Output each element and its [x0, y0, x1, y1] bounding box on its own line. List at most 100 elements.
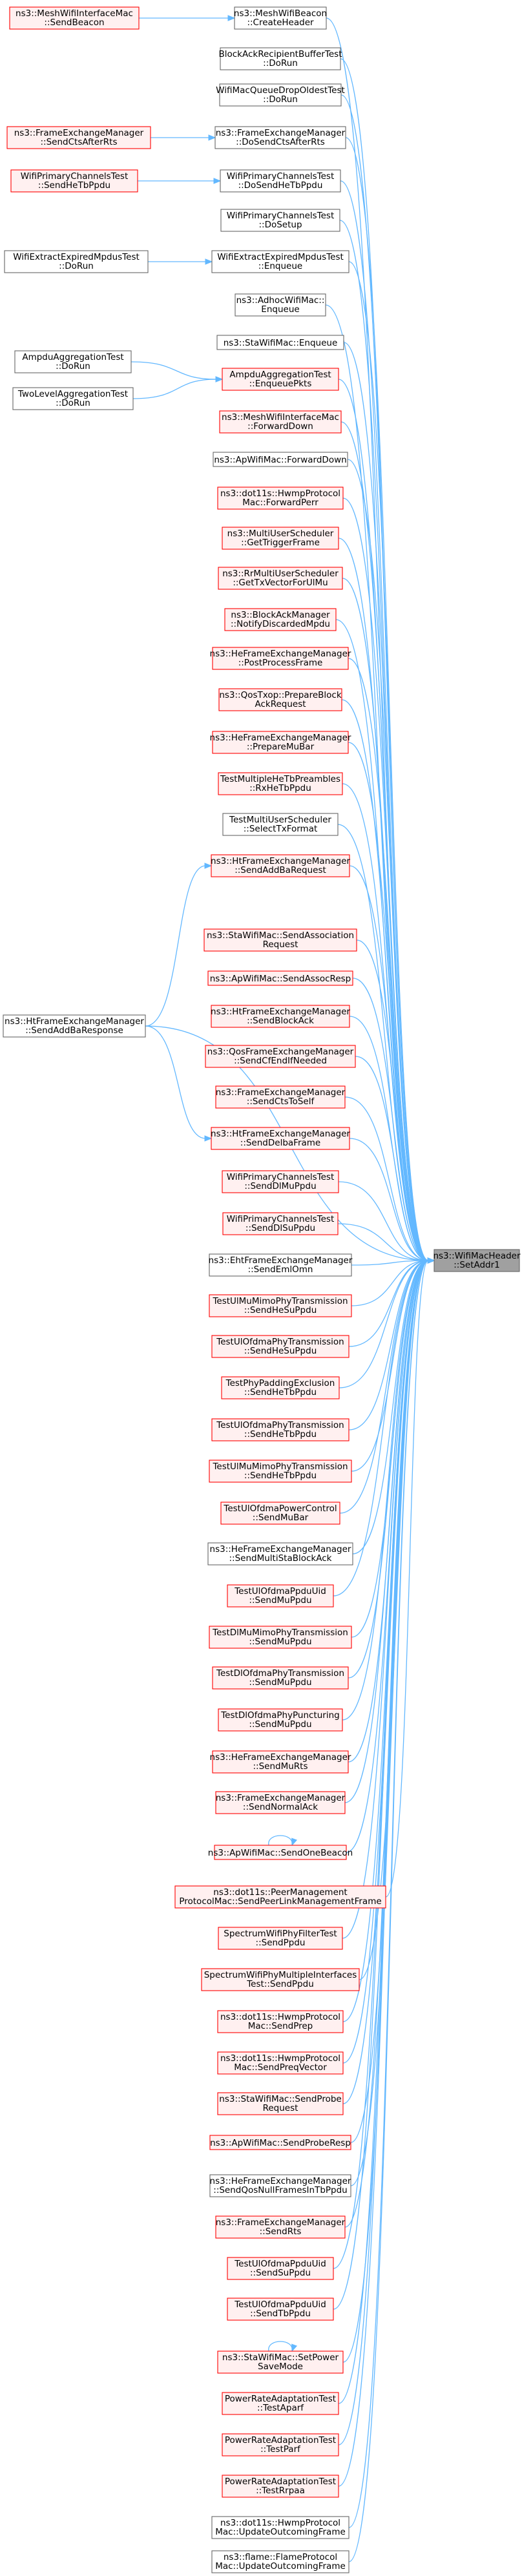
caller-function-node[interactable]: ns3::FrameExchangeManager::SendRts: [215, 2215, 346, 2239]
node-label: ns3::WifiMacHeader: [433, 1251, 521, 1261]
caller-function-node[interactable]: TestPhyPaddingExclusion::SendHeTbPpdu: [221, 1376, 340, 1399]
caller-function-node[interactable]: ns3::FrameExchangeManager::SendNormalAck: [215, 1791, 346, 1814]
caller-function-node[interactable]: WifiPrimaryChannelsTest::SendDlSuPpdu: [222, 1212, 339, 1235]
call-edge: [344, 1260, 429, 1803]
caller-function-node[interactable]: ns3::flame::FlameProtocolMac::UpdateOutc…: [211, 2550, 350, 2573]
node-label: WifiExtractExpiredMpdusTest: [217, 252, 344, 262]
caller-function-node[interactable]: ns3::HeFrameExchangeManager::SendMuRts: [210, 1750, 351, 1774]
node-label: ::SelectTxFormat: [244, 824, 318, 834]
caller-function-node[interactable]: ns3::FrameExchangeManager::SendCtsToSelf: [215, 1085, 346, 1109]
caller-function-node[interactable]: TestUlOfdmaPhyTransmission::SendHeTbPpdu: [211, 1418, 350, 1441]
node-box: [4, 250, 149, 273]
caller-function-node[interactable]: TestUlMuMimoPhyTransmission::SendHeSuPpd…: [209, 1294, 352, 1317]
node-box: [212, 1666, 349, 1690]
caller-function-node[interactable]: TestUlOfdmaPowerControl::SendMuBar: [220, 1502, 340, 1525]
caller-function-node[interactable]: ns3::MultiUserScheduler::GetTriggerFrame: [222, 527, 339, 550]
caller-function-node[interactable]: PowerRateAdaptationTest::TestRrpaa: [222, 2475, 339, 2498]
call-edge: [326, 17, 429, 1261]
caller-function-node[interactable]: AmpduAggregationTest::EnqueuePkts: [222, 368, 339, 391]
caller-function-node[interactable]: ns3::dot11s::PeerManagementProtocolMac::…: [174, 1885, 386, 1909]
node-label: TestUlOfdmaPpduUid: [234, 2259, 326, 2269]
caller-function-node[interactable]: ns3::ApWifiMac::SendAssocResp: [207, 970, 353, 986]
caller-function-node[interactable]: ns3::StaWifiMac::Enqueue: [216, 335, 344, 350]
caller-function-node[interactable]: ns3::AdhocWifiMac::Enqueue: [235, 293, 326, 317]
node-box: [211, 1005, 350, 1028]
caller-function-node[interactable]: ns3::HeFrameExchangeManager::SendMultiSt…: [207, 1542, 353, 1565]
node-label: ::SendAddBaRequest: [235, 865, 326, 875]
caller-function-node[interactable]: ns3::ApWifiMac::SendOneBeacon: [208, 1845, 353, 1860]
caller-function-node[interactable]: ns3::EhtFrameExchangeManager::SendEmlOmn: [209, 1253, 353, 1277]
caller-function-node[interactable]: ns3::MeshWifiInterfaceMac::ForwardDown: [219, 410, 342, 434]
caller-function-node[interactable]: TestUlOfdmaPpduUid::SendSuPpdu: [227, 2257, 334, 2280]
target-function-node[interactable]: ns3::WifiMacHeader::SetAddr1: [433, 1249, 521, 1272]
caller-function-node[interactable]: PowerRateAdaptationTest::TestParf: [222, 2433, 339, 2456]
node-label: ::SendSuPpdu: [250, 2268, 311, 2278]
node-box: [3, 1014, 146, 1038]
caller-function-node[interactable]: TestDlMuMimoPhyTransmission::SendMuPpdu: [209, 1626, 352, 1649]
caller-function-node[interactable]: ns3::dot11s::HwmpProtocolMac::SendPreqVe…: [217, 2051, 344, 2075]
caller-function-node[interactable]: WifiExtractExpiredMpdusTest::Enqueue: [211, 250, 350, 273]
caller-function-node[interactable]: ns3::HtFrameExchangeManager::SendBlockAc…: [211, 1005, 350, 1028]
caller-function-node[interactable]: ns3::QosFrameExchangeManager::SendCfEndI…: [205, 1045, 356, 1068]
caller-function-node[interactable]: ns3::MeshWifiInterfaceMac::SendBeacon: [9, 6, 140, 30]
caller-function-node[interactable]: ns3::MeshWifiBeacon::CreateHeader: [234, 6, 327, 30]
caller-function-node[interactable]: ns3::HeFrameExchangeManager::PostProcess…: [210, 647, 351, 670]
node-label: ns3::HtFrameExchangeManager: [211, 856, 350, 866]
caller-function-node[interactable]: ns3::ApWifiMac::SendProbeResp: [209, 2135, 351, 2150]
node-label: ::SendCtsAfterRts: [41, 137, 118, 147]
caller-function-node[interactable]: ns3::BlockAckManager::NotifyDiscardedMpd…: [224, 608, 337, 631]
caller-function-node[interactable]: WifiMacQueueDropOldestTest::DoRun: [216, 83, 345, 107]
caller-function-node[interactable]: TestMultipleHeTbPreambles::RxHeTbPpdu: [218, 772, 343, 795]
caller-function-node[interactable]: ns3::RrMultiUserScheduler::GetTxVectorFo…: [218, 567, 343, 590]
caller-function-node[interactable]: ns3::dot11s::HwmpProtocolMac::ForwardPer…: [217, 487, 344, 510]
caller-function-node[interactable]: ns3::HtFrameExchangeManager::SendDelbaFr…: [211, 1127, 350, 1150]
caller-function-node[interactable]: ns3::ApWifiMac::ForwardDown: [213, 452, 348, 467]
node-box: [218, 567, 343, 590]
caller-function-node[interactable]: WifiExtractExpiredMpdusTest::DoRun: [4, 250, 149, 273]
node-label: TestUlOfdmaPhyTransmission: [216, 1420, 344, 1430]
caller-function-node[interactable]: ns3::HeFrameExchangeManager::SendQosNull…: [209, 2174, 351, 2197]
caller-function-node[interactable]: WifiPrimaryChannelsTest::SendHeTbPpdu: [10, 169, 138, 193]
caller-function-node[interactable]: TestDlOfdmaPhyTransmission::SendMuPpdu: [212, 1666, 349, 1690]
node-label: ::NotifyDiscardedMpdu: [231, 619, 330, 629]
caller-function-node[interactable]: SpectrumWifiPhyMultipleInterfacesTest::S…: [201, 1968, 360, 1991]
caller-function-node[interactable]: WifiPrimaryChannelsTest::DoSetup: [220, 209, 340, 232]
node-label: PowerRateAdaptationTest: [225, 2477, 336, 2487]
caller-function-node[interactable]: ns3::FrameExchangeManager::SendCtsAfterR…: [6, 126, 151, 149]
node-label: Request: [263, 939, 298, 950]
node-label: ns3::EhtFrameExchangeManager: [209, 1255, 353, 1266]
caller-function-node[interactable]: ns3::HtFrameExchangeManager::SendAddBaRe…: [3, 1014, 146, 1038]
edge-arrowhead: [204, 863, 213, 869]
node-label: ns3::HeFrameExchangeManager: [210, 1544, 351, 1555]
caller-function-node[interactable]: ns3::HtFrameExchangeManager::SendAddBaRe…: [211, 854, 350, 877]
caller-function-node[interactable]: TestUlMuMimoPhyTransmission::SendHeTbPpd…: [209, 1460, 352, 1483]
caller-function-node[interactable]: TwoLevelAggregationTest::DoRun: [12, 387, 134, 410]
call-edge: [347, 459, 429, 1261]
caller-function-node[interactable]: TestUlOfdmaPpduUid::SendTbPpdu: [227, 2298, 334, 2321]
caller-function-node[interactable]: TestUlOfdmaPpduUid::SendMuPpdu: [227, 1584, 334, 1607]
caller-function-node[interactable]: ns3::HeFrameExchangeManager::PrepareMuBa…: [210, 731, 351, 754]
caller-function-node[interactable]: WifiPrimaryChannelsTest::SendDlMuPpdu: [222, 1170, 339, 1193]
node-label: ProtocolMac::SendPeerLinkManagementFrame: [179, 1896, 381, 1907]
node-label: ::DoRun: [59, 261, 94, 271]
graph-nodes: ns3::WifiMacHeader::SetAddr1 ns3::MeshWif…: [3, 6, 521, 2573]
caller-function-node[interactable]: TestMultiUserScheduler::SelectTxFormat: [222, 813, 339, 836]
node-label: ns3::HeFrameExchangeManager: [210, 733, 351, 743]
caller-function-node[interactable]: TestDlOfdmaPhyPuncturing::SendMuPpdu: [218, 1708, 343, 1732]
call-edge: [333, 1260, 429, 2310]
caller-function-node[interactable]: WifiPrimaryChannelsTest::DoSendHeTbPpdu: [220, 169, 341, 193]
caller-function-node[interactable]: SpectrumWifiPhyFilterTest::SendPpdu: [218, 1927, 343, 1950]
caller-function-node[interactable]: BlockAckRecipientBufferTest::DoRun: [218, 47, 342, 70]
caller-function-node[interactable]: ns3::dot11s::HwmpProtocolMac::UpdateOutc…: [211, 2516, 350, 2539]
node-box: [174, 1885, 386, 1909]
caller-function-node[interactable]: AmpduAggregationTest::DoRun: [14, 350, 132, 373]
call-edge: [352, 1260, 429, 1555]
caller-function-node[interactable]: PowerRateAdaptationTest::TestAparf: [222, 2392, 339, 2415]
caller-function-node[interactable]: ns3::FrameExchangeManager::DoSendCtsAfte…: [214, 126, 346, 149]
caller-function-node[interactable]: TestUlOfdmaPhyTransmission::SendHeSuPpdu: [211, 1335, 350, 1358]
